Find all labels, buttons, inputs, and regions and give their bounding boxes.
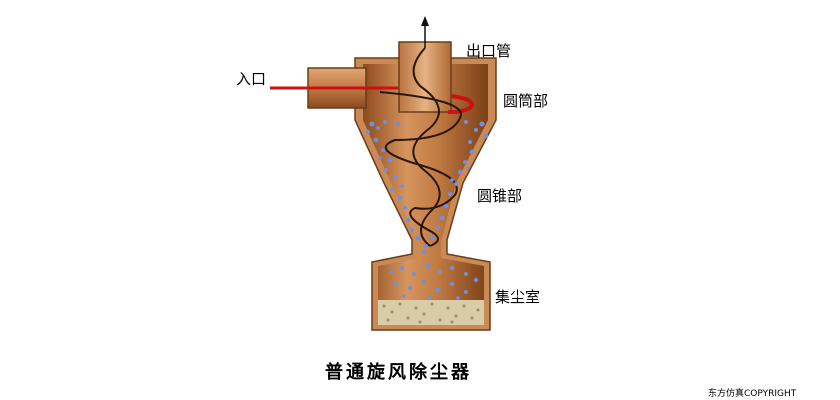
cylinder-section-label: 圆筒部 (503, 92, 548, 110)
dust-chamber-label: 集尘室 (495, 288, 540, 306)
vortex-core (412, 47, 441, 247)
diagram-title: 普通旋风除尘器 (325, 361, 472, 383)
copyright-text: 东方仿真COPYRIGHT (708, 387, 797, 399)
outlet-pipe-label: 出口管 (466, 42, 511, 60)
cyclone-interior (363, 64, 488, 325)
collected-dust (378, 300, 484, 325)
cone-section-label: 圆锥部 (477, 187, 522, 205)
inlet-label: 入口 (236, 70, 266, 88)
dust-particles (365, 120, 489, 300)
up-arrow-icon (421, 16, 429, 48)
inlet-swirl (447, 94, 474, 115)
